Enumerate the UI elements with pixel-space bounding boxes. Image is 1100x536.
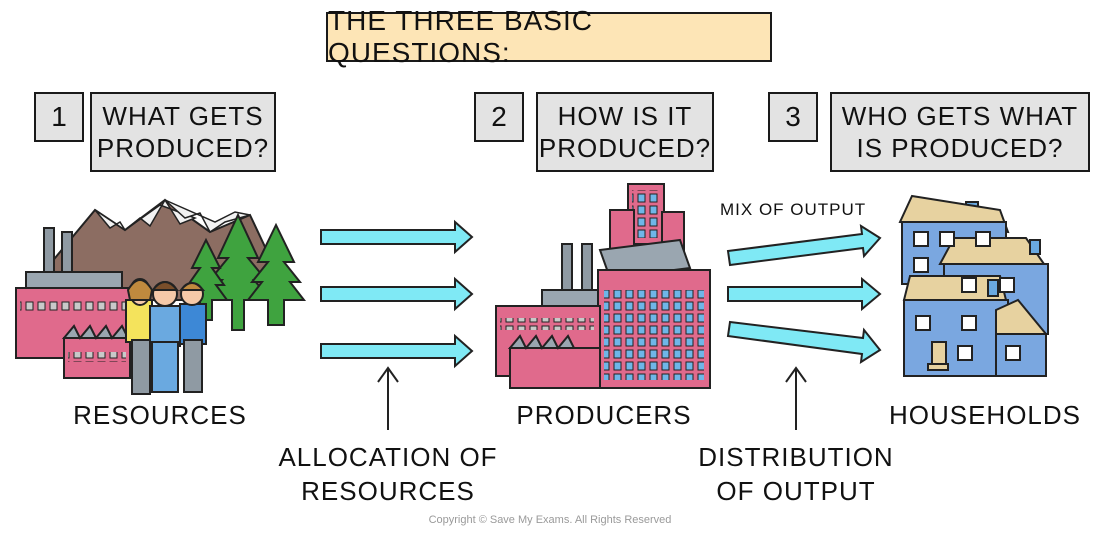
- mix-of-output-label: MIX OF OUTPUT: [720, 200, 867, 219]
- up-arrow-icon: [377, 366, 807, 430]
- diagram-title-text: THE THREE BASIC QUESTIONS:: [328, 5, 593, 68]
- question-3-line1: WHO GETS WHAT: [841, 101, 1079, 131]
- arrow-icon: [320, 333, 474, 369]
- question-2-box: HOW IS IT PRODUCED?: [536, 92, 714, 172]
- distribution-arrows: [726, 224, 882, 364]
- arrow-icon: [726, 224, 882, 267]
- question-1-line2: PRODUCED?: [96, 133, 270, 163]
- households-label: HOUSEHOLDS: [888, 400, 1082, 430]
- distribution-line1: DISTRIBUTION: [698, 442, 894, 472]
- allocation-line1: ALLOCATION OF: [278, 442, 498, 472]
- question-3-number-text: 3: [785, 101, 801, 132]
- arrow-icon: [727, 276, 882, 312]
- question-2-number-text: 2: [491, 101, 507, 132]
- distribution-line2: OF OUTPUT: [716, 476, 876, 506]
- people-icon: [125, 278, 207, 395]
- arrow-icon: [320, 219, 474, 255]
- copyright-text: Copyright © Save My Exams. All Rights Re…: [428, 514, 672, 526]
- distribution-of-output-label: DISTRIBUTION OF OUTPUT: [686, 440, 906, 508]
- question-2-number: 2: [474, 92, 524, 142]
- question-2-line1: HOW IS IT: [557, 101, 693, 131]
- question-3-line2: IS PRODUCED?: [856, 133, 1064, 163]
- question-2-line2: PRODUCED?: [538, 133, 712, 163]
- question-1-line1: WHAT GETS: [102, 101, 264, 131]
- producers-illustration: [495, 183, 711, 389]
- allocation-of-resources-label: ALLOCATION OF RESOURCES: [268, 440, 508, 508]
- question-1-number: 1: [34, 92, 84, 142]
- question-3-box: WHO GETS WHAT IS PRODUCED?: [830, 92, 1090, 172]
- arrow-icon: [726, 320, 882, 364]
- allocation-arrows: [320, 219, 474, 369]
- question-3-number: 3: [768, 92, 818, 142]
- producers-label: PRODUCERS: [516, 400, 692, 430]
- resources-illustration: [15, 198, 307, 395]
- arrow-icon: [320, 276, 474, 312]
- question-1-number-text: 1: [51, 101, 67, 132]
- resources-label: RESOURCES: [73, 400, 247, 430]
- diagram-title: THE THREE BASIC QUESTIONS:: [326, 5, 772, 68]
- households-illustration: [898, 194, 1049, 377]
- question-1-box: WHAT GETS PRODUCED?: [90, 92, 276, 172]
- allocation-line2: RESOURCES: [301, 476, 475, 506]
